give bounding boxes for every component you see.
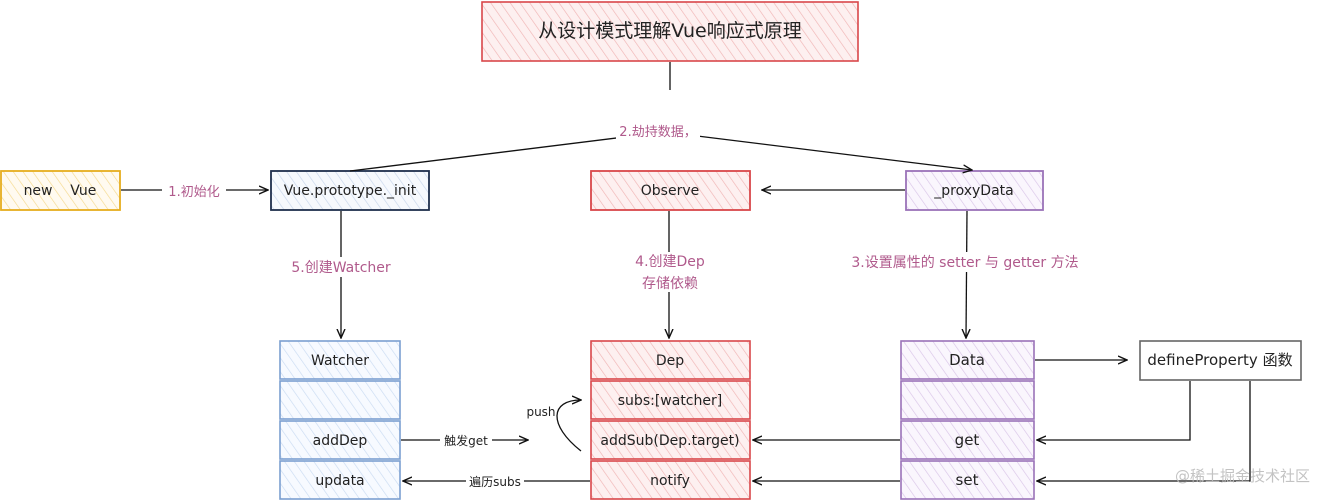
data-row-get: get	[955, 431, 980, 449]
edge-set-getter-setter	[966, 210, 967, 338]
watcher-row-updata: updata	[315, 473, 364, 489]
edge-define-set	[1037, 381, 1251, 481]
node-define-property-label: defineProperty 函数	[1147, 351, 1292, 369]
watcher-header: Watcher	[311, 353, 369, 369]
edge-push	[556, 400, 581, 452]
dep-header: Dep	[656, 353, 684, 369]
node-new-vue: new Vue	[0, 170, 121, 211]
label-init: 1.初始化	[168, 185, 219, 200]
label-create-watcher: 5.创建Watcher	[291, 260, 391, 276]
node-proxy-data-label: _proxyData	[933, 183, 1013, 199]
label-set-getter-setter: 3.设置属性的 setter 与 getter 方法	[851, 255, 1078, 271]
data-box: Data get set	[900, 340, 1035, 500]
edge-label-group: 1.初始化 2.劫持数据， 5.创建Watcher 4.创建Dep 存储依赖 3…	[162, 123, 1090, 490]
label-create-dep-1: 4.创建Dep	[635, 254, 705, 270]
node-new-vue-label: new Vue	[24, 183, 97, 199]
label-hijack: 2.劫持数据，	[619, 125, 696, 140]
node-proxy-data: _proxyData	[905, 170, 1044, 211]
diagram-title: 从设计模式理解Vue响应式原理	[538, 20, 801, 42]
edge-define-get	[1037, 381, 1191, 440]
data-header: Data	[949, 351, 985, 369]
label-iterate-subs: 遍历subs	[469, 475, 521, 489]
node-vue-init: Vue.prototype._init	[270, 170, 430, 211]
dep-row-addsub: addSub(Dep.target)	[600, 433, 739, 449]
watermark-text: @稀土掘金技术社区	[1175, 467, 1310, 485]
watcher-box: Watcher addDep updata	[279, 340, 401, 500]
node-observe-label: Observe	[641, 183, 699, 199]
node-define-property: defineProperty 函数	[1139, 340, 1302, 381]
title-box: 从设计模式理解Vue响应式原理	[481, 1, 859, 62]
label-create-dep-2: 存储依赖	[642, 276, 698, 292]
dep-row-notify: notify	[650, 473, 690, 489]
dep-box: Dep subs:[watcher] addSub(Dep.target) no…	[590, 340, 751, 500]
watcher-row-adddep: addDep	[313, 433, 368, 449]
label-trigger-get: 触发get	[444, 433, 488, 448]
data-row-set: set	[956, 471, 979, 489]
dep-row-subs: subs:[watcher]	[618, 393, 722, 409]
node-observe: Observe	[590, 170, 751, 211]
node-vue-init-label: Vue.prototype._init	[284, 183, 417, 199]
label-push: push	[526, 405, 555, 419]
